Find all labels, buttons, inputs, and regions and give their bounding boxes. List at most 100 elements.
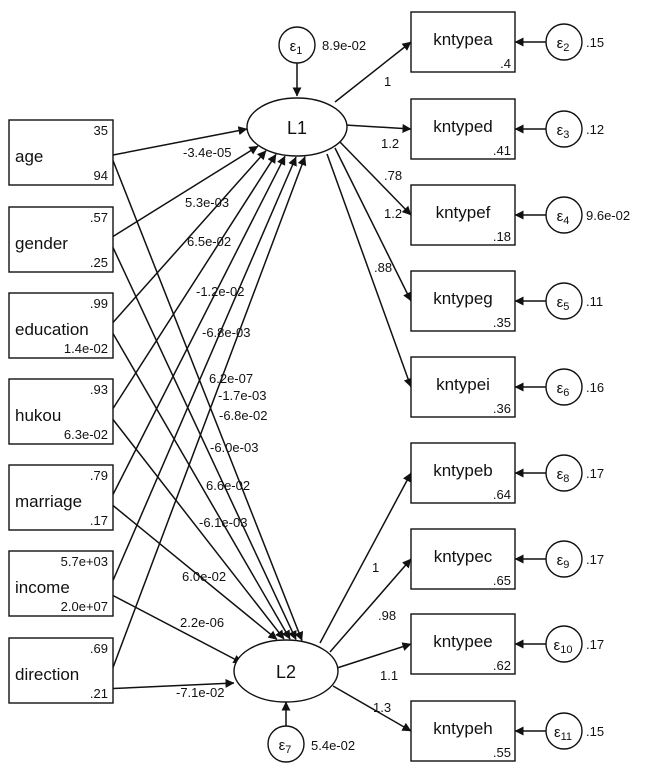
error-circle-kntypec [545, 540, 583, 578]
loading-kntyped [344, 123, 412, 133]
variable-mean: .93 [90, 382, 108, 397]
path-income-L2 [112, 594, 243, 664]
path-gender-L2 [112, 247, 297, 640]
variable-label: education [15, 320, 89, 339]
indicator-box-kntypeh [410, 700, 516, 762]
loading-label-kntypec: .98 [378, 608, 396, 623]
box-frame [8, 206, 114, 273]
coef-direction-L1: -1.7e-03 [218, 388, 266, 403]
path-direction-L2 [112, 678, 235, 690]
coef-hukou-L2: -6.1e-03 [199, 515, 247, 530]
indicator-label: kntypeh [433, 719, 493, 738]
indicator-box-kntyped [410, 98, 516, 160]
error-circle [278, 26, 316, 64]
indicator-intercept: .65 [493, 573, 511, 588]
error-circle [545, 540, 583, 578]
path-education-L1 [112, 150, 267, 323]
variable-mean: .79 [90, 468, 108, 483]
error-circle-kntyped [545, 110, 583, 148]
variable-variance: 1.4e-02 [64, 341, 108, 356]
latent-oval-L1 [246, 97, 348, 157]
indicator-label: kntypea [433, 30, 493, 49]
error-circle-kntypea [545, 23, 583, 61]
path-income-L1 [112, 156, 297, 581]
variable-label: income [15, 578, 70, 597]
box-frame [410, 98, 516, 160]
variable-label: age [15, 147, 43, 166]
box-frame [8, 292, 114, 359]
path-education-L2 [112, 333, 291, 640]
loading-label-kntypei: .88 [374, 260, 392, 275]
indicator-intercept: .35 [493, 315, 511, 330]
indicator-intercept: .62 [493, 658, 511, 673]
indicator-box-kntypeg [410, 270, 516, 332]
loading-label-kntypef: .78 [384, 168, 402, 183]
variable-variance: .17 [90, 513, 108, 528]
error-label: ε11 [554, 724, 572, 743]
coef-marriage-L2: 6.0e-02 [182, 569, 226, 584]
observed-box-direction [8, 637, 114, 704]
box-frame [8, 378, 114, 445]
loading-kntypee [336, 642, 412, 669]
indicator-box-kntypei [410, 356, 516, 418]
loading-label-kntypeg: 1.2 [384, 206, 402, 221]
box-frame [8, 119, 114, 186]
variable-mean: .69 [90, 641, 108, 656]
error-circle [545, 196, 583, 234]
loading-kntypea [334, 41, 412, 103]
error-variance-kntypeg: .11 [586, 294, 603, 309]
loading-kntypei [326, 153, 413, 388]
error-circle [545, 282, 583, 320]
error-circle-L1 [278, 26, 316, 64]
error-circle [267, 725, 305, 763]
loading-kntypeb [319, 472, 412, 644]
variable-label: marriage [15, 492, 82, 511]
indicator-label: kntypeg [433, 289, 493, 308]
error-circle [545, 454, 583, 492]
loading-label-kntyped: 1.2 [381, 136, 399, 151]
observed-box-marriage [8, 464, 114, 531]
box-frame [410, 528, 516, 590]
indicator-label: kntyped [433, 117, 493, 136]
coef-education-L2: 6.6e-02 [206, 478, 250, 493]
path-marriage-L2 [112, 504, 278, 641]
variable-mean: 5.7e+03 [61, 554, 108, 569]
error-circle [545, 712, 583, 750]
path-hukou-L1 [112, 153, 277, 409]
variable-variance: .21 [90, 686, 108, 701]
box-frame [410, 700, 516, 762]
error-variance-L2: 5.4e-02 [311, 738, 355, 753]
error-circle [545, 368, 583, 406]
indicator-box-kntypea [410, 11, 516, 73]
indicator-label: kntypei [436, 375, 490, 394]
variable-mean: 35 [94, 123, 108, 138]
latent-oval-L2 [233, 639, 339, 703]
coef-gender-L2: -6.0e-03 [210, 440, 258, 455]
indicator-intercept: .18 [493, 229, 511, 244]
observed-box-age [8, 119, 114, 186]
error-label: ε6 [557, 380, 570, 399]
error-label: ε10 [554, 637, 573, 656]
error-label: ε1 [290, 38, 303, 57]
indicator-intercept: .55 [493, 745, 511, 760]
variable-mean: .99 [90, 296, 108, 311]
coef-hukou-L1: -1.2e-02 [196, 284, 244, 299]
coef-income-L2: 2.2e-06 [180, 615, 224, 630]
indicator-label: kntypec [434, 547, 493, 566]
indicator-box-kntypef [410, 184, 516, 246]
box-frame [410, 11, 516, 73]
path-age-L2 [112, 160, 304, 641]
coef-income-L1: 6.2e-07 [209, 371, 253, 386]
indicator-box-kntypee [410, 613, 516, 675]
variable-mean: .57 [90, 210, 108, 225]
error-circle-kntypeg [545, 282, 583, 320]
variable-label: gender [15, 234, 68, 253]
error-circle-kntypeb [545, 454, 583, 492]
loading-kntypec [329, 558, 412, 653]
indicator-label: kntypeb [433, 461, 493, 480]
path-age-L1 [112, 126, 248, 156]
indicator-intercept: .36 [493, 401, 511, 416]
error-circle [545, 625, 583, 663]
indicator-intercept: .41 [493, 143, 511, 158]
